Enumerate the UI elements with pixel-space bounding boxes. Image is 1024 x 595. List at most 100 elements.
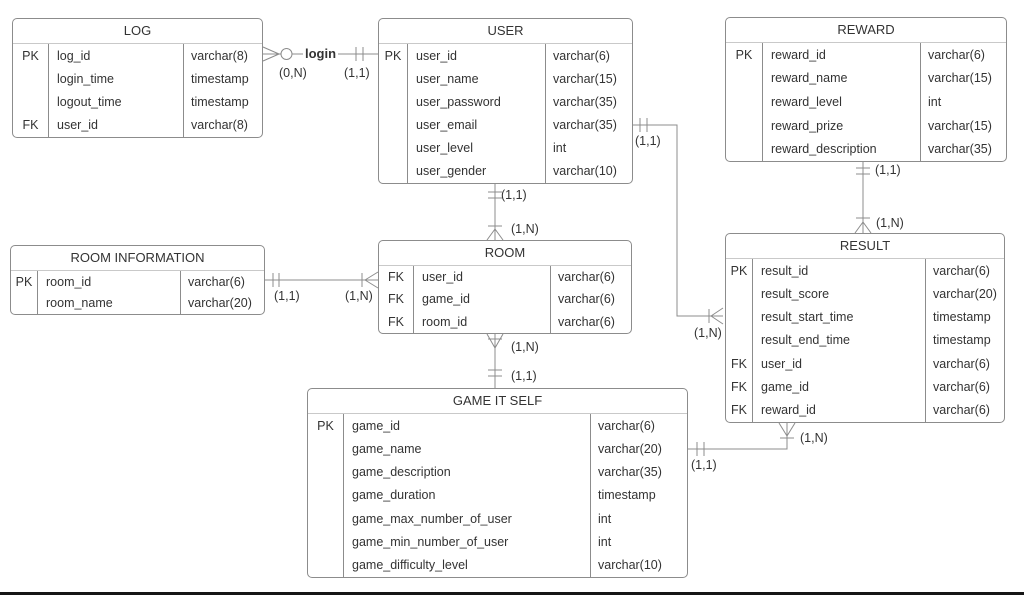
- key-badge: FK: [13, 113, 49, 137]
- field-name: login_time: [49, 67, 184, 91]
- key-badge: [726, 66, 763, 91]
- relationship-result-game: [688, 422, 796, 456]
- key-badge: [308, 553, 344, 577]
- relationship-user-room: [486, 184, 504, 241]
- key-badge: PK: [726, 259, 753, 283]
- crow-foot-icon: [262, 46, 280, 62]
- field-name: reward_level: [763, 90, 921, 114]
- field-type: timestamp: [191, 71, 249, 86]
- entity-title: REWARD: [726, 18, 1006, 43]
- crow-foot-icon: [486, 228, 504, 241]
- entity-row: login_time timestamp: [13, 67, 262, 91]
- field-type: varchar(6): [188, 274, 245, 289]
- key-badge: FK: [379, 288, 414, 311]
- key-badge: [379, 90, 408, 114]
- entity-title: USER: [379, 19, 632, 44]
- field-name: user_id: [408, 44, 546, 68]
- cardinality-label: (0,N): [279, 66, 307, 80]
- key-badge: [308, 530, 344, 554]
- key-badge: PK: [726, 43, 763, 67]
- field-type: varchar(6): [558, 270, 615, 285]
- field-name: reward_description: [763, 137, 921, 161]
- field-name: result_end_time: [753, 328, 926, 353]
- key-badge: [726, 113, 763, 138]
- field-name: user_id: [49, 113, 184, 137]
- relationship-reward-result: [854, 162, 872, 234]
- key-badge: FK: [379, 310, 414, 333]
- entity-row: game_max_number_of_user int: [308, 507, 687, 531]
- relationship-name-login: login: [303, 46, 339, 61]
- entity-title: RESULT: [726, 234, 1004, 259]
- field-type: varchar(15): [928, 118, 992, 133]
- key-badge: [308, 437, 344, 461]
- entity-row: game_difficulty_level varchar(10): [308, 553, 687, 577]
- field-type: timestamp: [933, 333, 991, 348]
- field-type: varchar(10): [553, 164, 617, 179]
- key-badge: [379, 113, 408, 137]
- field-type: int: [598, 511, 612, 526]
- cardinality-label: (1,1): [344, 66, 370, 80]
- field-name: game_id: [344, 414, 591, 438]
- key-badge: [13, 90, 49, 114]
- entity-title: LOG: [13, 19, 262, 44]
- field-name: reward_id: [763, 43, 921, 67]
- key-badge: [726, 90, 763, 114]
- field-type: varchar(6): [933, 380, 990, 395]
- cardinality-label: (1,1): [501, 188, 527, 202]
- cardinality-label: (1,N): [511, 340, 539, 354]
- field-name: room_id: [414, 310, 551, 333]
- key-badge: [726, 328, 753, 353]
- entity-row: result_end_time timestamp: [726, 328, 1004, 353]
- field-name: logout_time: [49, 90, 184, 114]
- field-name: game_id: [753, 375, 926, 399]
- field-name: reward_prize: [763, 113, 921, 138]
- field-type: varchar(10): [598, 558, 662, 573]
- field-name: game_difficulty_level: [344, 553, 591, 577]
- entity-title: ROOM: [379, 241, 631, 266]
- key-badge: [11, 292, 38, 314]
- field-type: varchar(6): [558, 292, 615, 307]
- key-badge: [379, 159, 408, 184]
- crow-foot-icon: [854, 221, 872, 234]
- field-type: int: [928, 94, 942, 109]
- one-one-ticks-icon: [856, 167, 870, 175]
- field-type: varchar(6): [928, 47, 985, 62]
- field-name: game_max_number_of_user: [344, 507, 591, 531]
- field-name: game_name: [344, 437, 591, 461]
- field-type: varchar(6): [933, 403, 990, 418]
- field-type: varchar(6): [558, 314, 615, 329]
- cardinality-label: (1,N): [345, 289, 373, 303]
- field-type: varchar(15): [928, 71, 992, 86]
- key-badge: [308, 460, 344, 484]
- key-badge: PK: [13, 44, 49, 68]
- field-name: result_score: [753, 282, 926, 306]
- key-badge: PK: [308, 414, 344, 438]
- cardinality-label: (1,1): [511, 369, 537, 383]
- cardinality-label: (1,N): [800, 431, 828, 445]
- one-one-ticks-icon: [355, 47, 364, 61]
- field-name: log_id: [49, 44, 184, 68]
- one-one-ticks-icon: [696, 442, 705, 456]
- cardinality-label: (1,1): [274, 289, 300, 303]
